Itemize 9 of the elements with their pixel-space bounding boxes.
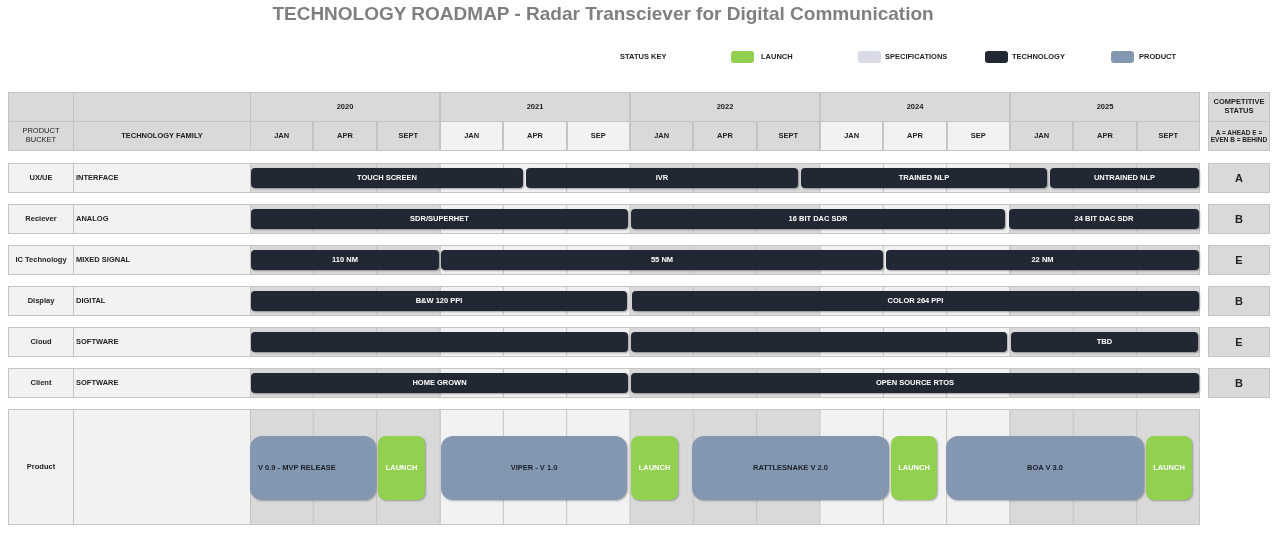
- competitive-status-grade: E: [1208, 327, 1270, 357]
- competitive-status-grade: B: [1208, 368, 1270, 398]
- title: TECHNOLOGY ROADMAP - Radar Transciever for Digital Communication: [271, 2, 935, 26]
- competitive-status-grade: B: [1208, 204, 1270, 234]
- competitive-status-grade: A: [1208, 163, 1270, 193]
- competitive-status-grade: E: [1208, 245, 1270, 275]
- technology-bar: [631, 332, 1007, 352]
- competitive-status-grade: B: [1208, 286, 1270, 316]
- technology-bar: [251, 332, 628, 352]
